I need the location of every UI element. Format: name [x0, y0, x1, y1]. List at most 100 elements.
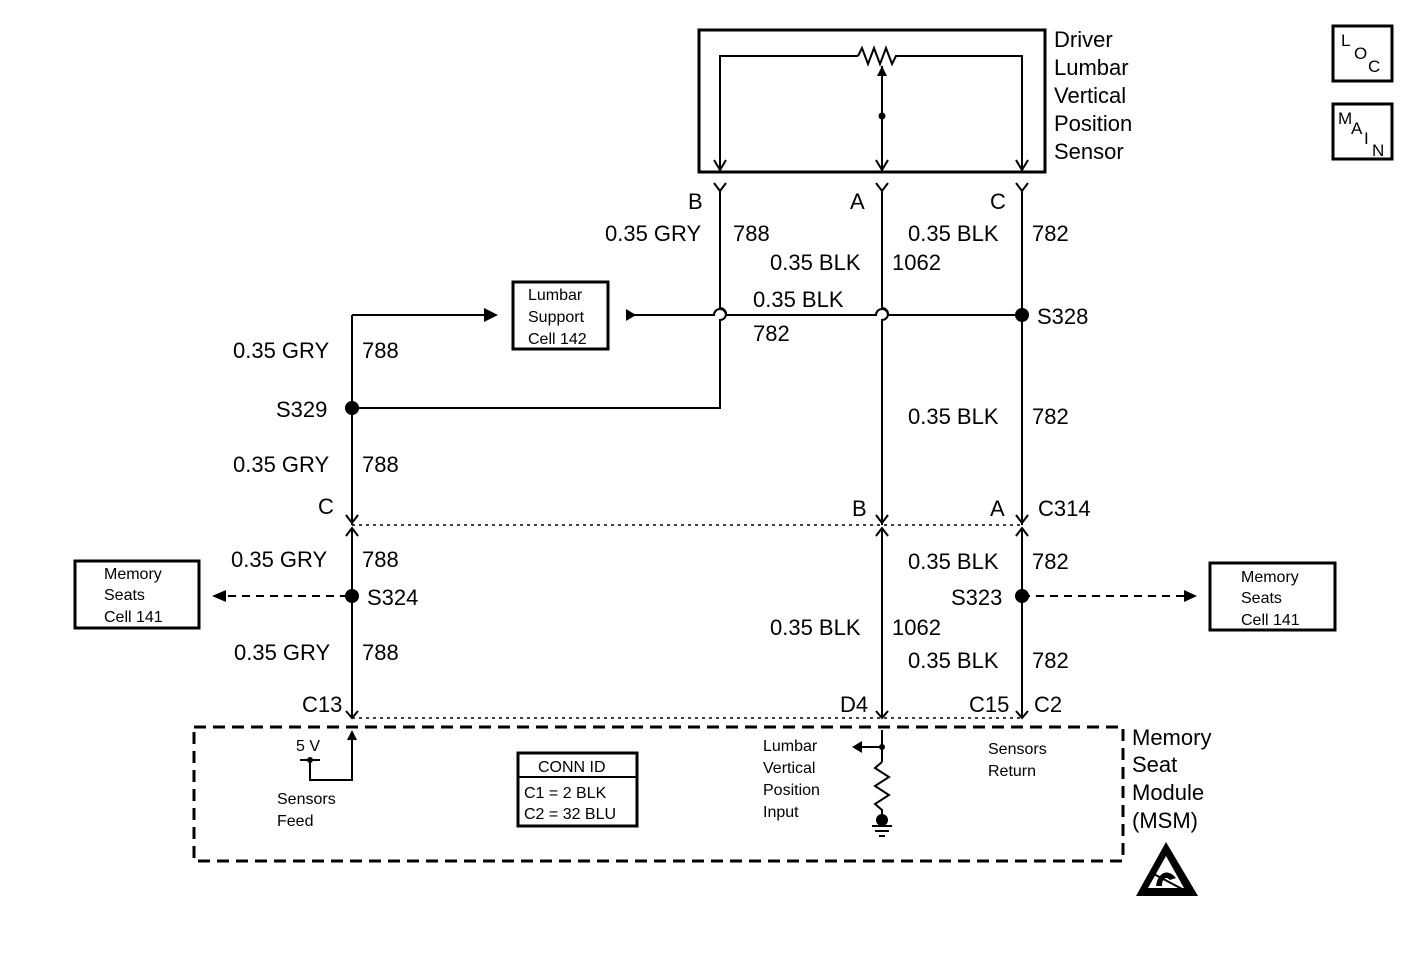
w10-circuit: 788: [362, 640, 399, 665]
lumbar-sensor: Driver Lumbar Vertical Position Sensor: [697, 27, 1132, 174]
pin-d4: D4: [840, 692, 868, 717]
return-label-2: Return: [988, 763, 1036, 780]
sensor-outline: [697, 28, 1047, 174]
w9-gauge: 0.35 BLK: [908, 549, 999, 574]
msm-connector: C13 D4 C15 C2: [302, 692, 1062, 720]
return-label-1: Sensors: [988, 741, 1047, 758]
wires: [212, 191, 1197, 718]
svg-text:Memory: Memory: [1241, 569, 1299, 586]
svg-text:L: L: [1341, 31, 1350, 50]
s329-label: S329: [276, 397, 327, 422]
w8-gauge: 0.35 GRY: [231, 547, 328, 572]
svg-text:Cell 142: Cell 142: [528, 331, 587, 348]
arrow-right-icon: [484, 308, 498, 322]
lumbar-support-box[interactable]: Lumbar Support Cell 142: [511, 280, 610, 351]
splice-s324: [345, 589, 359, 603]
w9-circuit: 782: [1032, 549, 1069, 574]
w7-gauge: 0.35 GRY: [233, 452, 330, 477]
potentiometer-icon: [857, 45, 900, 67]
svg-text:Support: Support: [528, 309, 585, 326]
resistor-icon: [873, 761, 891, 818]
splice-s328: [1015, 308, 1029, 322]
connector-pin-a: [875, 182, 889, 193]
conn-id-title: CONN ID: [538, 759, 606, 776]
c314-name: C314: [1038, 496, 1091, 521]
msm-outline: [192, 725, 1125, 863]
w6-circuit: 782: [1032, 404, 1069, 429]
w2-gauge: 0.35 BLK: [770, 250, 861, 275]
pin-c-label: C: [990, 189, 1006, 214]
w1-circuit: 788: [733, 221, 770, 246]
svg-text:Seats: Seats: [104, 587, 145, 604]
svg-text:Seats: Seats: [1241, 590, 1282, 607]
connector-pin-c: [1015, 182, 1029, 193]
w8-circuit: 788: [362, 547, 399, 572]
w10-gauge: 0.35 GRY: [234, 640, 331, 665]
input-label-4: Input: [763, 804, 799, 821]
ground-node: [876, 814, 888, 826]
arrow-down-icon: [875, 159, 889, 172]
memory-seats-left-box[interactable]: Memory Seats Cell 141: [73, 559, 201, 630]
chevron-up-icon: [1015, 526, 1029, 537]
loc-button[interactable]: L O C: [1331, 24, 1394, 83]
feed-label-2: Feed: [277, 813, 313, 830]
wire-782-to-lumbar: [626, 308, 1022, 316]
w11-gauge: 0.35 BLK: [770, 615, 861, 640]
svg-text:Lumbar: Lumbar: [528, 287, 583, 304]
memory-seat-module: Memory Seat Module (MSM) 5 V Sensors Fee…: [192, 725, 1211, 863]
arrow-down-icon: [1015, 710, 1029, 720]
arrow-down-icon: [345, 710, 359, 720]
w3-gauge: 0.35 BLK: [908, 221, 999, 246]
svg-text:O: O: [1354, 44, 1367, 63]
arrow-down-icon: [713, 159, 727, 172]
s324-label: S324: [367, 585, 418, 610]
arrow-down-icon: [1015, 514, 1029, 525]
five-v-label: 5 V: [296, 738, 320, 755]
svg-text:N: N: [1372, 141, 1384, 160]
w5-gauge: 0.35 GRY: [233, 338, 330, 363]
w6-gauge: 0.35 BLK: [908, 404, 999, 429]
connector-pin-b: [713, 182, 727, 193]
splices: S328 S329 S324 S323: [276, 304, 1088, 610]
sensor-label-3: Vertical: [1054, 83, 1126, 108]
msm-name-2: Seat: [1132, 752, 1177, 777]
arrow-down-icon: [1015, 159, 1029, 172]
arrow-right-icon: [626, 309, 636, 321]
wiper-dot: [878, 112, 886, 120]
pin-a-label: A: [850, 189, 865, 214]
w11-circuit: 1062: [892, 615, 941, 640]
c314-pin-c: C: [318, 494, 334, 519]
chevron-up-icon: [875, 526, 889, 537]
s323-label: S323: [951, 585, 1002, 610]
pin-c2: C2: [1034, 692, 1062, 717]
w5-circuit: 788: [362, 338, 399, 363]
arrow-down-icon: [875, 514, 889, 525]
arrow-left-icon: [1184, 590, 1197, 602]
connector-c314: C B A C314: [318, 494, 1091, 537]
s328-label: S328: [1037, 304, 1088, 329]
sensor-internal-loop: [719, 55, 1023, 170]
chevron-up-icon: [345, 526, 359, 537]
sensor-label-4: Position: [1054, 111, 1132, 136]
msm-name-1: Memory: [1132, 725, 1211, 750]
pin-b-label: B: [688, 189, 703, 214]
svg-text:Cell 141: Cell 141: [104, 609, 163, 626]
w1-gauge: 0.35 GRY: [605, 221, 702, 246]
sensor-label-2: Lumbar: [1054, 55, 1129, 80]
svg-text:A: A: [1351, 119, 1363, 138]
conn-id-c1: C1 = 2 BLK: [524, 785, 607, 802]
splice-s329: [345, 401, 359, 415]
top-connector: B A C: [688, 182, 1029, 214]
c314-pin-a: A: [990, 496, 1005, 521]
main-button[interactable]: M A I N: [1331, 102, 1394, 161]
wiper-arrow-icon: [877, 66, 887, 76]
conn-id-c2: C2 = 32 BLU: [524, 806, 616, 823]
w12-gauge: 0.35 BLK: [908, 648, 999, 673]
sensor-label-5: Sensor: [1054, 139, 1124, 164]
conn-id-box: [516, 751, 639, 828]
w2-circuit: 1062: [892, 250, 941, 275]
esd-warning-icon: [1136, 842, 1198, 896]
memory-seats-right-box[interactable]: Memory Seats Cell 141: [1208, 561, 1337, 632]
pin-c13: C13: [302, 692, 342, 717]
input-label-3: Position: [763, 782, 820, 799]
